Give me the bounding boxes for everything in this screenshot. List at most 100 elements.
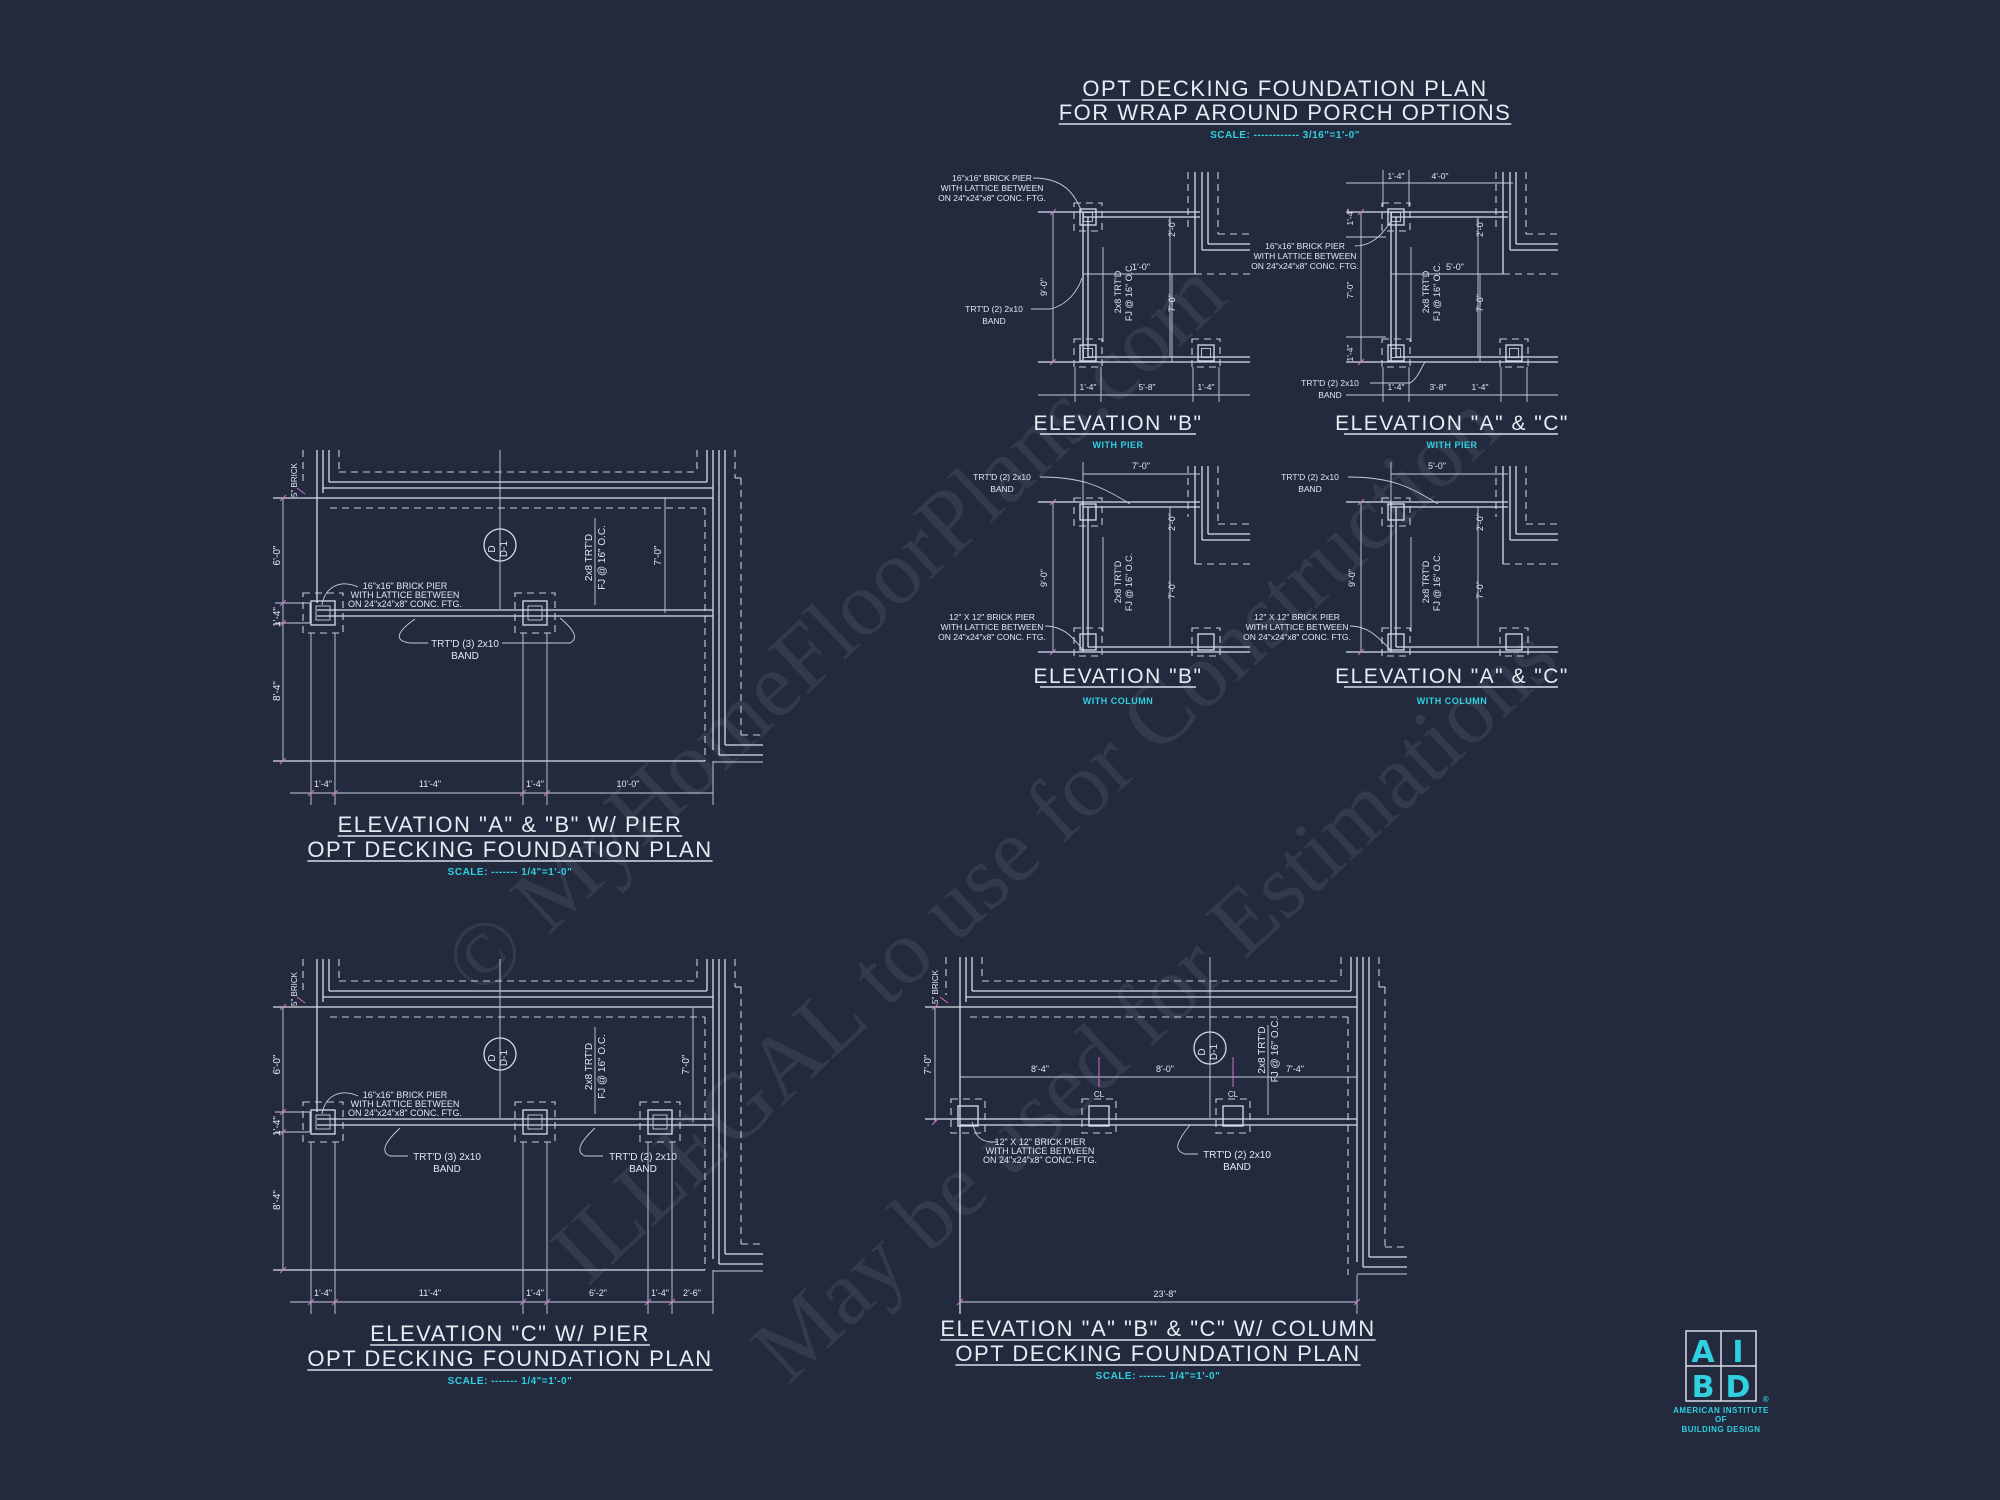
leader-line	[1347, 476, 1439, 505]
dimension-text: 23'-8"	[1154, 1289, 1177, 1299]
detail-subtitle: WITH COLUMN	[1083, 696, 1154, 706]
logo-text: OF	[1715, 1415, 1727, 1424]
dimension-text: 2'-0"	[1167, 513, 1177, 531]
dimension-text: 6'-0"	[272, 545, 283, 565]
joist-note: 2x8 TRT'D	[1113, 270, 1123, 313]
logo-text: AMERICAN INSTITUTE	[1673, 1406, 1769, 1415]
pier-core	[652, 1114, 668, 1130]
main-title-line1: OPT DECKING FOUNDATION PLAN	[1082, 76, 1487, 101]
detail-title: ELEVATION "B"	[1033, 412, 1202, 435]
pier-outline	[1387, 208, 1405, 226]
plan-title: ELEVATION "C" W/ PIER	[370, 1321, 650, 1346]
dimension-tick	[279, 1266, 287, 1274]
dimension-text: 8'-0"	[1156, 1064, 1174, 1074]
pier-core	[315, 1114, 331, 1130]
section-sheet: D-1	[1209, 1044, 1220, 1061]
dimension-tick	[956, 1298, 964, 1306]
dimension-text: 1'-4"	[1388, 171, 1405, 181]
band-callout: BAND	[1318, 390, 1342, 400]
footing-outline	[1073, 338, 1103, 368]
detail-title: ELEVATION "A" & "C"	[1335, 665, 1569, 688]
footing-outline	[302, 592, 344, 634]
detail-subtitle: WITH PIER	[1093, 440, 1144, 450]
plan-elevation-c-pier: 6'-0"1'-4"8'-4"5" BRICK1'-4"11'-4"1'-4"6…	[272, 959, 763, 1387]
footing-outline	[1381, 497, 1411, 527]
detail-subtitle: WITH PIER	[1427, 440, 1478, 450]
pier-callout: 16"x16" BRICK PIER	[363, 1090, 448, 1100]
dimension-tick	[279, 599, 287, 607]
dimension-text: 4'-0"	[1432, 171, 1449, 181]
band-callout: TRT'D (3) 2x10	[413, 1152, 481, 1163]
pier-callout: 12" X 12" BRICK PIER	[995, 1137, 1086, 1147]
brick-note: 5" BRICK	[290, 971, 299, 1006]
dimension-text: 8'-4"	[272, 681, 283, 701]
pier-callout: ON 24"x24"x8" CONC. FTG.	[1251, 261, 1359, 271]
band-callout: TRT'D (2) 2x10	[973, 472, 1031, 482]
centerline-label: CL	[1094, 1090, 1105, 1099]
pier-callout: 16"x16" BRICK PIER	[952, 173, 1032, 183]
joist-note: FJ @ 16" O.C.	[1124, 553, 1134, 611]
main-title-scale: SCALE: ------------ 3/16"=1'-0"	[1210, 130, 1360, 141]
dimension-text: 2'-0"	[1475, 513, 1485, 531]
dimension-tick	[331, 789, 339, 797]
brick-pier	[514, 592, 556, 634]
section-sheet: D-1	[499, 541, 510, 558]
dimension-text: 5'-0"	[1446, 262, 1464, 272]
logo-letter: A	[1691, 1335, 1715, 1370]
joist-note: 2x8 TRT'D	[1257, 1026, 1268, 1073]
footing-outline	[514, 592, 556, 634]
dimension-tick	[279, 757, 287, 765]
leader-line	[1032, 177, 1083, 213]
pier-outline	[1387, 503, 1405, 521]
dimension-text: 11'-4"	[419, 779, 441, 789]
dimension-text: 7'-0"	[681, 1054, 692, 1074]
pier-outline	[1079, 503, 1097, 521]
dimension-text: 7'-0"	[1167, 294, 1177, 312]
footing-outline	[1381, 338, 1411, 368]
leader-line	[398, 618, 428, 644]
dimension-tick	[279, 1128, 287, 1136]
dimension-tick	[543, 789, 551, 797]
brick-pier	[1499, 338, 1529, 368]
joist-note: 2x8 TRT'D	[1421, 560, 1431, 603]
dimension-tick	[1357, 208, 1365, 216]
brick-pier	[1081, 1098, 1117, 1134]
section-sheet: D-1	[499, 1050, 510, 1067]
plan-elevation-a-b-pier: 6'-0"1'-4"8'-4"5" BRICK1'-4"11'-4"1'-4"1…	[272, 450, 763, 878]
band-callout: BAND	[451, 651, 479, 662]
pier-outline	[522, 600, 548, 626]
pier-core	[527, 1114, 543, 1130]
dimension-tick	[1049, 208, 1057, 216]
brick-pier	[1381, 627, 1411, 657]
house-walls	[945, 957, 1407, 1275]
dimension-tick	[519, 789, 527, 797]
plan-scale: SCALE: ------- 1/4"=1'-0"	[448, 867, 573, 878]
dimension-text: 3'-8"	[1430, 382, 1447, 392]
band-callout: BAND	[629, 1164, 657, 1175]
logo-letter: B	[1692, 1370, 1715, 1405]
dimension-text: 7'-0"	[1132, 461, 1150, 471]
pier-callout: WITH LATTICE BETWEEN	[351, 1099, 460, 1109]
band-callout: BAND	[990, 484, 1014, 494]
band-callout: BAND	[1298, 484, 1322, 494]
dimension-text: 5'-0"	[1428, 461, 1446, 471]
main-title-line2: FOR WRAP AROUND PORCH OPTIONS	[1059, 100, 1512, 125]
pier-outline	[522, 1109, 548, 1135]
pier-core	[1201, 348, 1211, 358]
band-callout: TRT'D (2) 2x10	[609, 1152, 677, 1163]
footing-outline	[1073, 202, 1103, 232]
band-callout: TRT'D (2) 2x10	[1281, 472, 1339, 482]
plan-subtitle: OPT DECKING FOUNDATION PLAN	[955, 1341, 1360, 1366]
leader-line	[1349, 625, 1392, 651]
joist-note: 2x8 TRT'D	[1113, 560, 1123, 603]
pier-outline	[1079, 344, 1097, 362]
pier-outline	[1505, 344, 1523, 362]
footing-outline	[1073, 627, 1103, 657]
dimension-text: 1'-4"	[1345, 345, 1355, 362]
dimension-text: 8'-4"	[1031, 1064, 1049, 1074]
leader-line	[1039, 476, 1131, 505]
dimension-tick	[279, 1003, 287, 1011]
pier-callout: WITH LATTICE BETWEEN	[941, 183, 1044, 193]
